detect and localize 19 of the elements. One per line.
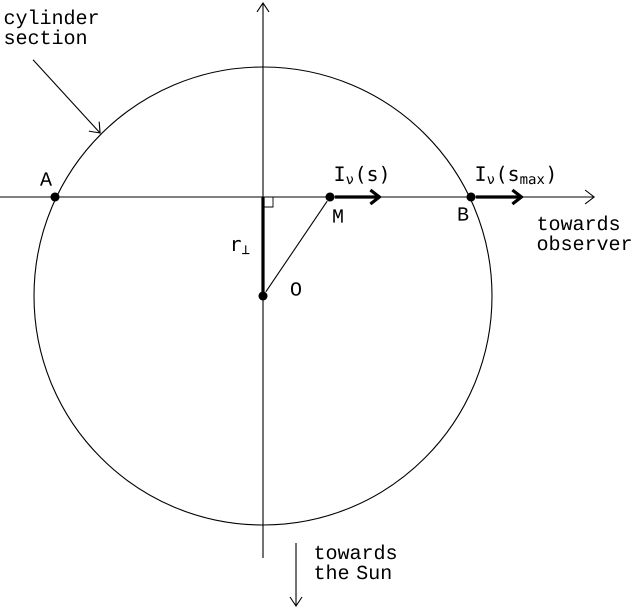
leader-line [32, 59, 101, 134]
cylinder-section-circle [33, 66, 493, 526]
callout-text: cylinder section [4, 10, 98, 44]
labeled-point: B [458, 192, 476, 221]
node-label: M [333, 209, 343, 223]
direction-label: towards the Sun [315, 544, 396, 580]
edge-label: I$_{ν}$(s$_{max}$) [476, 166, 554, 184]
dimension-label: r$_{⊥}$ [233, 240, 250, 254]
labeled-point: A [40, 172, 60, 202]
labeled-point: O [258, 282, 301, 300]
node-label: A [40, 172, 52, 186]
node-label: O [291, 282, 301, 296]
direction-label: towards observer [538, 216, 631, 250]
edge-label: I$_{ν}$(s) [336, 166, 386, 184]
connector-line [265, 200, 328, 292]
labeled-point: M [326, 192, 343, 223]
arrow [476, 188, 524, 206]
node-label: B [458, 207, 468, 221]
arrow [335, 188, 382, 206]
